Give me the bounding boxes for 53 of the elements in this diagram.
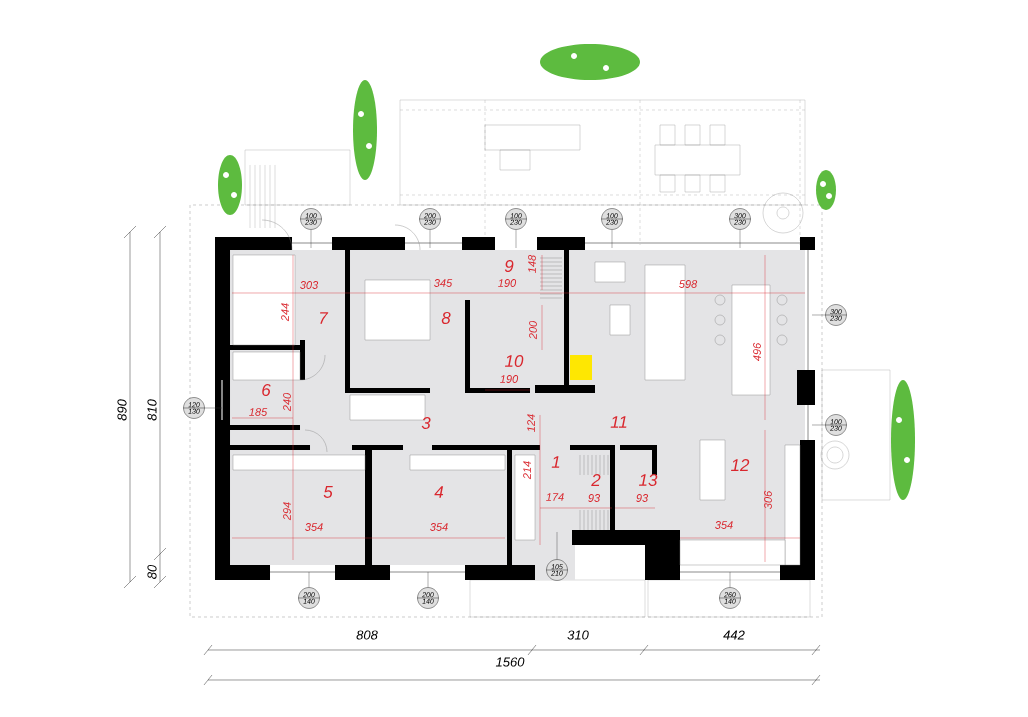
dimension-label: 214 [523, 461, 531, 480]
leader-line [611, 229, 613, 249]
room-number: 2 [591, 474, 601, 486]
dimension-label: 442 [723, 630, 745, 640]
dimension-label: 1560 [495, 657, 525, 667]
room-number: 9 [504, 260, 514, 272]
dimension-label: 808 [356, 630, 378, 640]
room-number: 5 [323, 486, 333, 498]
dimension-label: 93 [636, 494, 649, 502]
dimension-label: 598 [679, 280, 698, 288]
dimension-label: 303 [300, 281, 319, 289]
leader-line [204, 407, 223, 409]
room-number: 12 [731, 459, 750, 471]
leader-line [729, 571, 731, 588]
dimension-label: 310 [567, 630, 589, 640]
room-number: 1 [551, 456, 560, 468]
leader-line [811, 424, 826, 426]
leader-line [310, 229, 312, 249]
room-number: 4 [434, 486, 444, 498]
dimension-label: 240 [283, 392, 291, 412]
dimension-label: 354 [305, 523, 323, 531]
leader-line [308, 571, 310, 588]
dimension-label: 80 [147, 564, 157, 579]
dimension-label: 354 [715, 521, 733, 529]
leader-line [811, 314, 826, 316]
dimension-label: 190 [498, 279, 517, 287]
room-number: 10 [505, 355, 524, 367]
dimension-label: 244 [281, 303, 289, 322]
dimension-label: 185 [249, 408, 268, 416]
leader-line [556, 531, 558, 560]
dimension-label: 124 [527, 414, 535, 432]
dimension-label: 345 [434, 279, 453, 287]
dimension-label: 810 [147, 399, 157, 421]
dimension-label: 496 [753, 342, 761, 362]
room-number: 11 [610, 416, 627, 428]
room-number: 13 [639, 474, 658, 486]
room-number: 8 [441, 312, 451, 324]
leader-line [515, 229, 517, 249]
dimension-label: 174 [546, 493, 564, 501]
dimension-label: 890 [117, 399, 127, 421]
dimension-label: 93 [588, 494, 601, 502]
leader-line [739, 229, 741, 249]
dimension-label: 190 [500, 375, 519, 383]
dimension-label: 200 [529, 320, 537, 340]
dimension-label: 294 [283, 502, 291, 521]
leader-line [429, 229, 431, 249]
room-number: 7 [320, 312, 329, 324]
dimension-label: 354 [430, 523, 448, 531]
dimension-label: 148 [528, 254, 536, 273]
leader-line [427, 571, 429, 588]
room-number: 3 [421, 417, 431, 429]
dimension-label: 306 [764, 490, 772, 509]
room-number: 6 [262, 384, 271, 396]
